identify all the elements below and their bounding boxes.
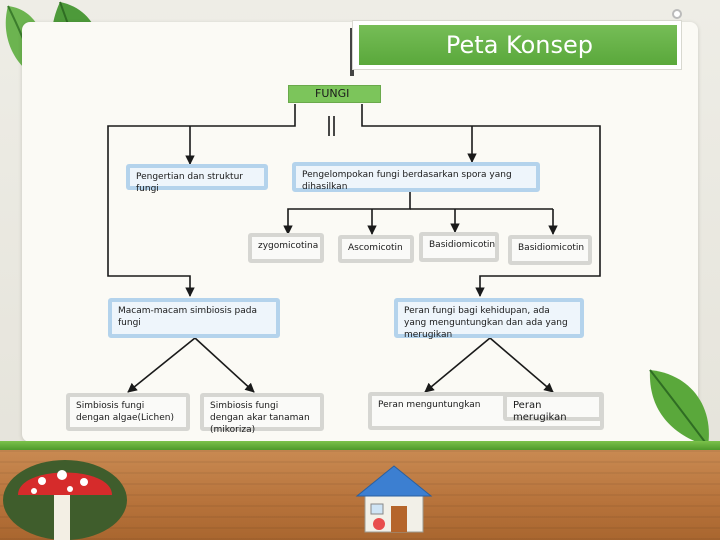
node-group-1: zygomicotina xyxy=(248,233,324,263)
node-simbiosis-lichen: Simbiosis fungi dengan algae(Lichen) xyxy=(66,393,190,431)
node-simbiosis: Macam-macam simbiosis pada fungi xyxy=(108,298,280,338)
node-group-3: Basidiomicotin xyxy=(419,232,499,262)
node-fungi: FUNGI xyxy=(288,85,381,103)
node-group-2: Ascomicotin xyxy=(338,235,414,263)
node-group-4: Basidiomicotin xyxy=(508,235,592,265)
node-pengelompokan: Pengelompokan fungi berdasarkan spora ya… xyxy=(292,162,540,192)
node-peran-merugikan: Peran merugikan xyxy=(503,393,603,421)
node-peran: Peran fungi bagi kehidupan, ada yang men… xyxy=(394,298,584,338)
node-simbiosis-mikoriza: Simbiosis fungi dengan akar tanaman (mik… xyxy=(200,393,324,431)
node-pengertian: Pengertian dan struktur fungi xyxy=(126,164,268,190)
